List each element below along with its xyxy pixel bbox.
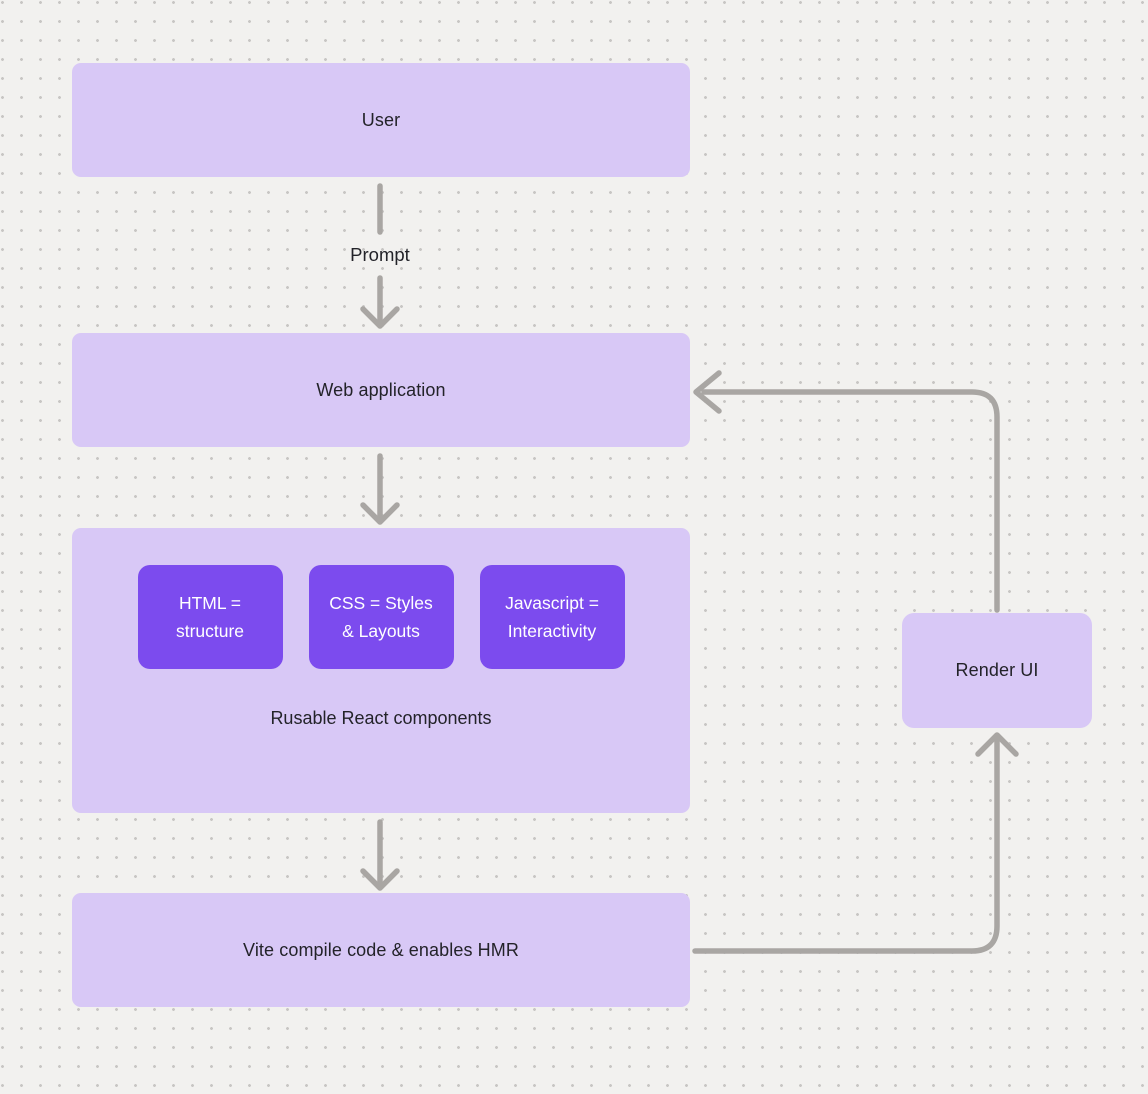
arrowhead-down-components-icon: [360, 502, 400, 525]
node-html-label: HTML = structure: [175, 593, 245, 641]
node-javascript-label: Javascript = Interactivity: [505, 593, 599, 641]
arrowhead-up-renderui-icon: [975, 732, 1019, 757]
node-vite-label: Vite compile code & enables HMR: [243, 939, 519, 960]
components-group-caption: Rusable React components: [270, 708, 492, 728]
node-user: User: [72, 63, 690, 177]
node-javascript: Javascript = Interactivity: [479, 565, 625, 669]
arrowhead-down-webapp-icon: [360, 306, 400, 329]
node-user-label: User: [361, 109, 401, 130]
tech-row: HTML = structure CSS = Styles & Layouts …: [137, 565, 625, 669]
connector-vite-to-renderui: [692, 738, 1000, 954]
connector-renderui-to-webapp: [701, 389, 1000, 613]
arrowhead-down-vite-icon: [360, 868, 400, 891]
node-css-label: CSS = Styles & Layouts: [329, 593, 433, 641]
node-vite: Vite compile code & enables HMR: [72, 893, 690, 1007]
node-web-application-label: Web application: [316, 379, 446, 400]
edge-label-prompt: Prompt: [350, 244, 410, 265]
node-render-ui-label: Render UI: [955, 660, 1039, 680]
node-components-group: HTML = structure CSS = Styles & Layouts …: [72, 528, 690, 813]
node-render-ui: Render UI: [902, 613, 1092, 728]
arrowhead-left-webapp-icon: [693, 370, 722, 414]
node-css: CSS = Styles & Layouts: [308, 565, 454, 669]
node-html: HTML = structure: [137, 565, 283, 669]
node-web-application: Web application: [72, 333, 690, 447]
